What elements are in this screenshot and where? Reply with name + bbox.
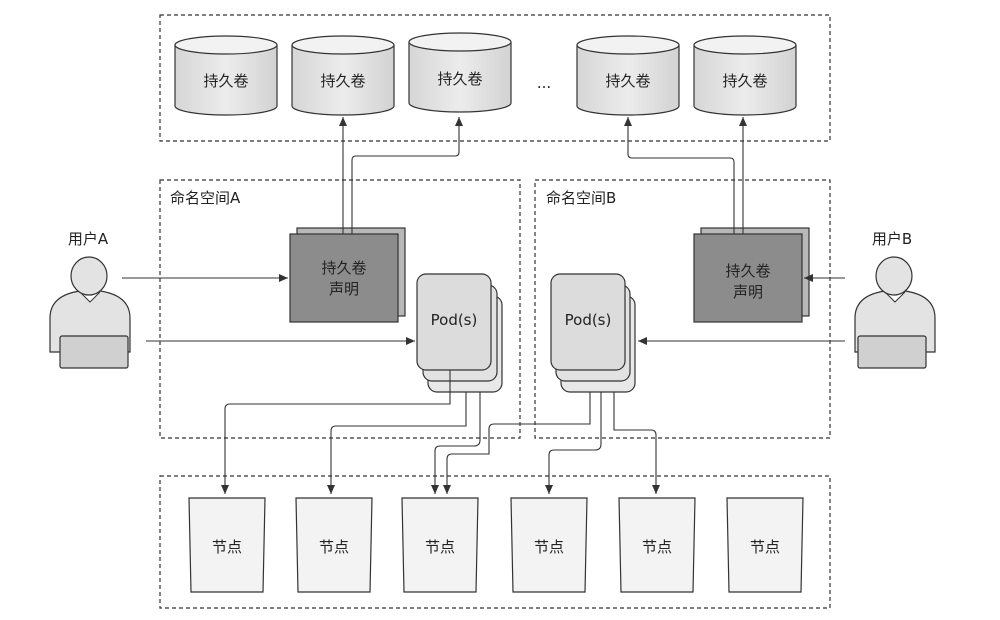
pvc-b: 持久卷 声明 <box>693 227 810 323</box>
namespace-b-label: 命名空间B <box>546 189 616 207</box>
user-b: 用户B <box>854 230 936 369</box>
user-a-label: 用户A <box>68 230 109 248</box>
node-5: 节点 <box>618 497 696 593</box>
pods-b-label: Pod(s) <box>565 311 612 329</box>
pods-a-label: Pod(s) <box>431 311 478 329</box>
persistent-volume-2: 持久卷 <box>291 35 395 116</box>
persistent-volume-label: 持久卷 <box>203 72 248 90</box>
pvc-b-label-line1: 持久卷 <box>725 262 770 280</box>
namespace-b: 命名空间B Pod(s) 持久卷 声明 <box>534 179 831 439</box>
pods-b: Pod(s) <box>550 273 636 393</box>
persistent-volume-1: 持久卷 <box>174 35 278 116</box>
pvc-a: 持久卷 声明 <box>289 227 406 323</box>
node-label: 节点 <box>642 538 672 556</box>
user-a-laptop-icon <box>59 335 129 369</box>
persistent-volume-label: 持久卷 <box>320 72 365 90</box>
pvc-b-to-volume-4 <box>624 117 735 234</box>
pods-a: Pod(s) <box>416 273 503 393</box>
node-label: 节点 <box>750 538 780 556</box>
pvc-a-label-line2: 声明 <box>329 280 359 298</box>
persistent-volume-label: 持久卷 <box>722 72 767 90</box>
node-6: 节点 <box>726 497 804 593</box>
pods-a-to-node-3 <box>431 392 481 494</box>
pvc-b-label-line2: 声明 <box>733 283 763 301</box>
pods-b-to-node-5 <box>613 392 660 494</box>
user-a-head-icon <box>70 256 108 296</box>
persistent-volume-label: 持久卷 <box>437 70 482 88</box>
user-b-laptop-icon <box>857 335 927 369</box>
pods-b-to-node-3 <box>443 392 591 494</box>
node-label: 节点 <box>425 538 455 556</box>
node-label: 节点 <box>319 538 349 556</box>
namespace-a-label: 命名空间A <box>170 189 241 207</box>
pods-a-to-node-1 <box>221 370 451 494</box>
pvc-a-label-line1: 持久卷 <box>321 259 366 277</box>
persistent-volume-label: 持久卷 <box>605 72 650 90</box>
persistent-volume-pool: 持久卷 持久卷 持久卷 ... 持久卷 持久卷 <box>159 14 831 142</box>
node-label: 节点 <box>212 538 242 556</box>
user-a: 用户A <box>49 230 131 369</box>
namespace-a: 命名空间A 持久卷 声明 Pod(s) <box>159 179 521 439</box>
volume-ellipsis: ... <box>537 74 551 92</box>
node-3: 节点 <box>401 497 479 593</box>
node-4: 节点 <box>510 497 588 593</box>
persistent-volume-3: 持久卷 <box>408 32 512 113</box>
node-1: 节点 <box>188 497 266 593</box>
node-label: 节点 <box>534 538 564 556</box>
user-b-head-icon <box>875 256 913 296</box>
node-pool: 节点 节点 节点 节点 节点 节点 <box>159 475 831 609</box>
pods-a-to-node-2 <box>327 392 467 494</box>
persistent-volume-4: 持久卷 <box>576 35 680 116</box>
node-2: 节点 <box>295 497 373 593</box>
pvc-a-to-volume-3 <box>351 117 463 234</box>
pods-b-to-node-4 <box>545 392 602 494</box>
connectors <box>122 117 845 494</box>
user-b-label: 用户B <box>872 230 912 248</box>
persistent-volume-5: 持久卷 <box>693 35 797 116</box>
